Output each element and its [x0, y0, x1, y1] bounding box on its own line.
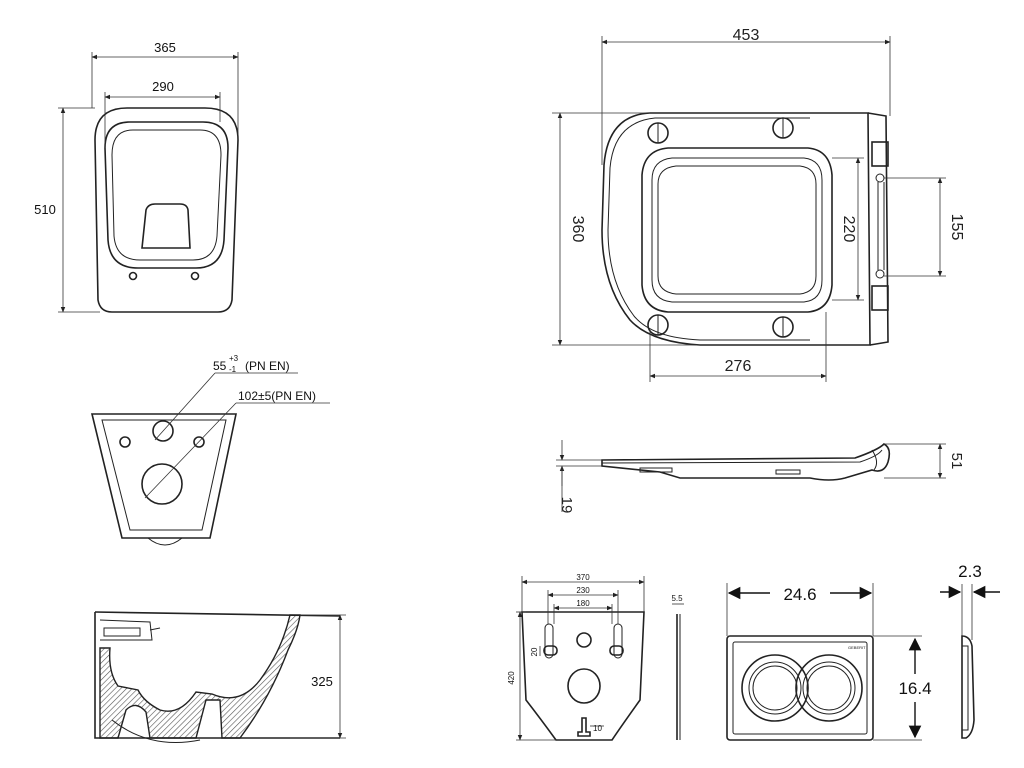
supply-inlet	[152, 420, 174, 442]
bowl-rear-outline	[90, 413, 237, 539]
outlet-tolerance-plus: +3	[229, 354, 239, 363]
seat-opening-outline	[641, 147, 833, 313]
seat-length-label: 453	[733, 27, 760, 44]
mounting-frame-view: 370 230 180 20 420 10 5.5	[507, 573, 684, 741]
flush-plate-depth-label: 2.3	[958, 562, 982, 581]
frame-depth-label: 5.5	[671, 594, 683, 603]
hinge-block	[871, 141, 889, 167]
seat-side-view: 51 19	[556, 440, 965, 513]
seat-inner-width-label: 220	[840, 216, 857, 243]
frame-height-label: 420	[507, 671, 516, 685]
bowl-top-outline	[94, 107, 239, 313]
hinge-block	[871, 285, 889, 311]
mount-hole-right	[190, 271, 200, 281]
bolt-spacing-label: 102±5(PN EN)	[238, 389, 316, 403]
frame-pipe-left	[543, 645, 558, 656]
seat-inner-length-label: 276	[725, 358, 752, 375]
bowl-length-label: 510	[34, 202, 56, 217]
frame-width-label: 370	[576, 573, 590, 582]
bowl-width-overall-label: 365	[154, 40, 176, 55]
flush-plate-height-label: 16.4	[898, 679, 931, 698]
bowl-side-section: 325	[94, 611, 346, 743]
bowl-outlet	[141, 203, 191, 249]
bowl-section-hatch	[99, 614, 301, 739]
frame-waste-hole	[567, 668, 601, 704]
waste-outlet	[141, 463, 183, 505]
frame-span-outer-label: 230	[576, 586, 590, 595]
bolt-hole-right	[193, 436, 205, 448]
outlet-diameter-label: 55	[213, 359, 227, 373]
flush-plate-brand: GEBERIT	[848, 645, 866, 650]
seat-top-view: 453 360 220 155 276	[552, 27, 965, 382]
flush-plate-width-label: 24.6	[783, 585, 816, 604]
bowl-height-label: 325	[311, 674, 333, 689]
bowl-top-view: 365 290 510	[34, 40, 239, 313]
bowl-width-inner-label: 290	[152, 79, 174, 94]
flush-plate-side-profile	[961, 635, 975, 739]
frame-pipe-dim-label: 20	[530, 647, 539, 656]
outlet-standard-label: (PN EN)	[245, 359, 290, 373]
flush-button-large	[795, 654, 863, 722]
bowl-rear-view: 55 +3 -1 (PN EN) 102±5(PN EN)	[90, 354, 330, 546]
outlet-tolerance-minus: -1	[229, 365, 237, 374]
seat-thickness-label: 19	[558, 497, 575, 514]
hinge-span-label: 155	[948, 214, 965, 241]
flush-plate-outline	[726, 635, 874, 741]
frame-supply-hole	[576, 632, 592, 648]
seat-height-label: 51	[948, 453, 965, 470]
frame-span-inner-label: 180	[576, 599, 590, 608]
frame-pipe-right	[609, 645, 624, 656]
bowl-rim-outline	[104, 121, 229, 269]
seat-width-label: 360	[569, 216, 586, 243]
seat-side-profile	[601, 443, 891, 481]
mount-hole-left	[128, 271, 138, 281]
flush-button-small	[741, 654, 809, 722]
flush-plate-view: GEBERIT 24.6 16.4 2.3	[726, 562, 1000, 741]
frame-drain-dim-label: 10	[593, 724, 602, 733]
bolt-hole-left	[119, 436, 131, 448]
seat-hinge-bar	[815, 112, 871, 346]
seat-lid-outline	[601, 112, 815, 346]
frame-outline	[521, 611, 645, 741]
